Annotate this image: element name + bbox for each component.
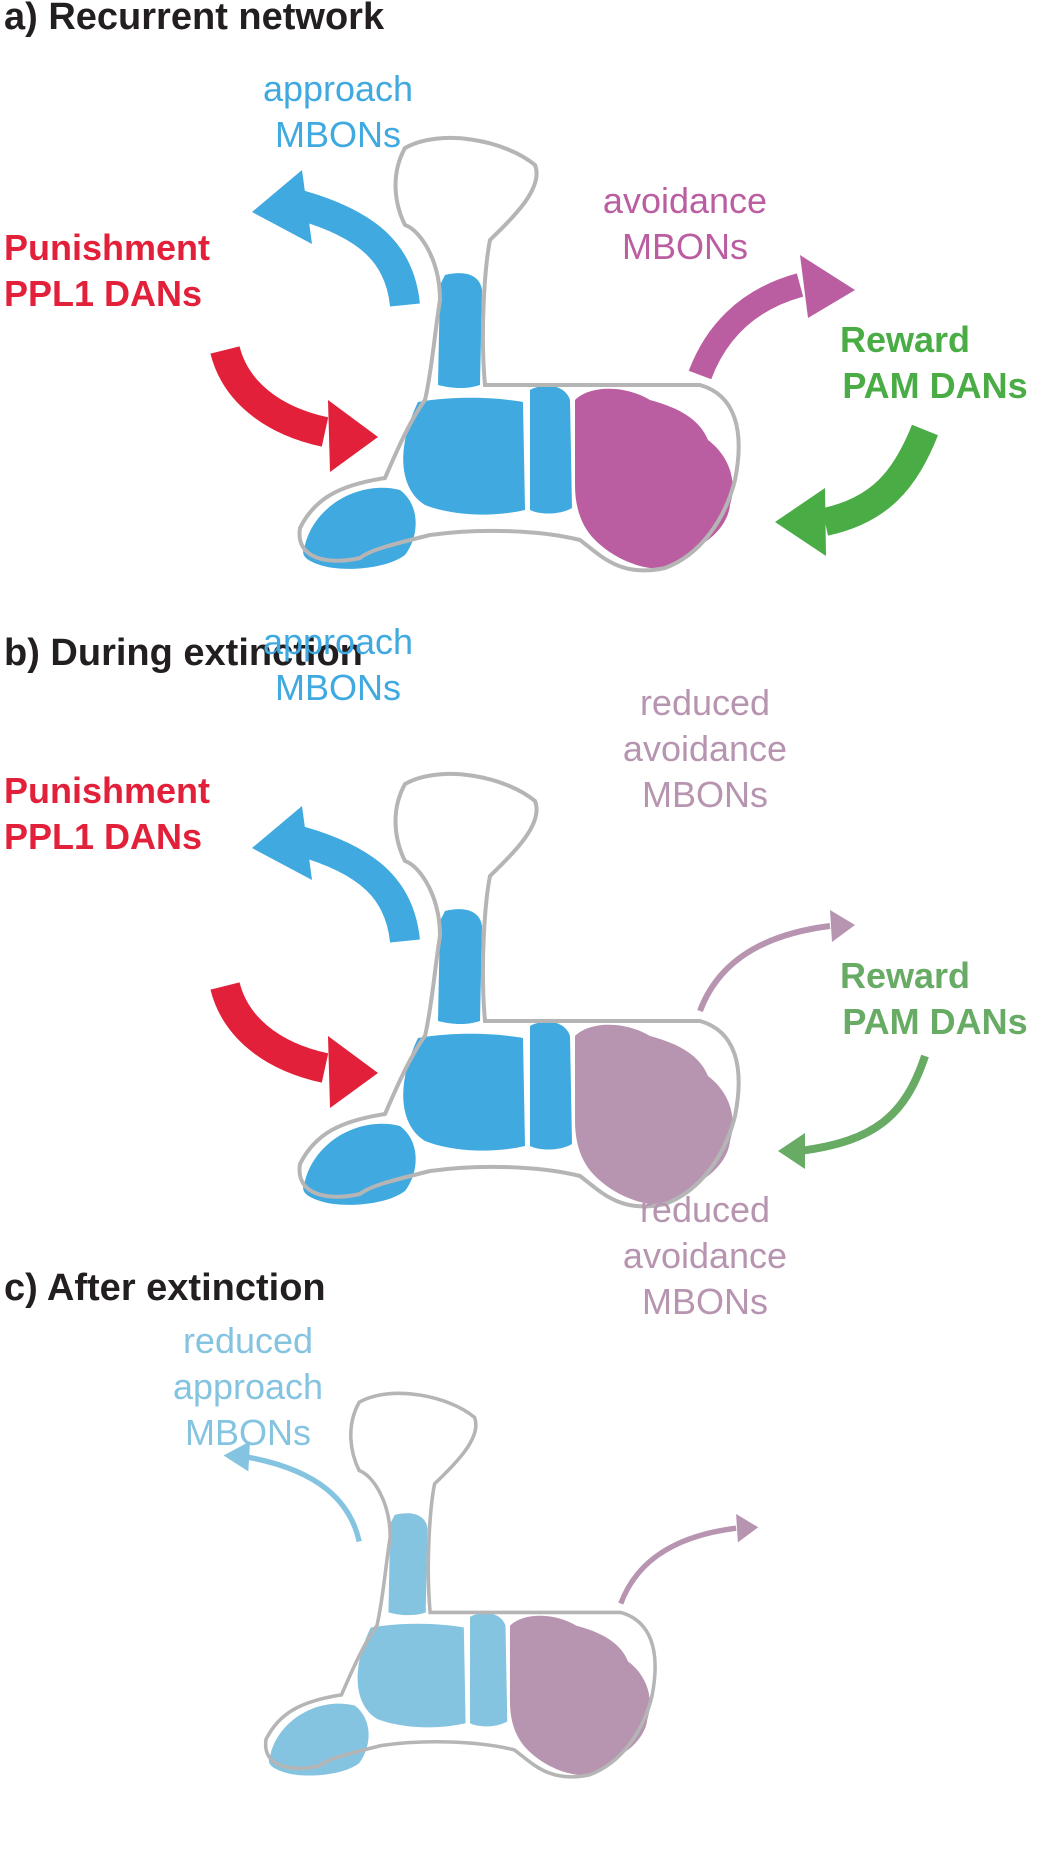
diagram-a: [210, 135, 938, 573]
reduced-avoidance-mbons-label: reduced avoidance MBONs: [622, 682, 788, 815]
mushroom-body: [297, 771, 741, 1209]
diagram-b: [210, 771, 929, 1209]
avoidance-arrow: [688, 255, 855, 380]
reduced-avoidance-mbons-label: reduced avoidance MBONs: [622, 1189, 788, 1322]
avoidance-mbons-label: avoidance MBONs: [602, 180, 768, 267]
reduced-avoidance-arrow: [697, 910, 855, 1013]
diagram-c: [223, 1391, 759, 1779]
approach-arrow: [252, 170, 420, 307]
compartment-main: [403, 397, 525, 515]
compartment-narrow: [470, 1613, 508, 1727]
reduced-approach-mbons-label: reduced approach MBONs: [172, 1320, 324, 1453]
panel-during-extinction: b) During extinction approach MBONs redu…: [0, 621, 1057, 1237]
reduced-approach-arrow: [223, 1441, 362, 1543]
panel-title: a) Recurrent network: [4, 0, 385, 38]
reduced-reward-arrow: [778, 1054, 929, 1169]
compartment-avoidance-lobe: [575, 1024, 733, 1205]
compartment-narrow: [530, 1021, 572, 1150]
punishment-ppl1-dans-label: Punishment PPL1 DANs: [4, 770, 211, 857]
compartment-main: [357, 1623, 466, 1728]
compartment-avoidance-lobe: [575, 388, 733, 569]
panel-recurrent-network: a) Recurrent network approach MBONs avoi…: [0, 0, 1057, 601]
compartment-main: [403, 1033, 525, 1151]
compartment-vertical: [438, 273, 482, 389]
compartment-avoidance-lobe: [509, 1615, 650, 1775]
reduced-avoidance-arrow: [618, 1513, 759, 1605]
approach-mbons-label: approach MBONs: [262, 621, 414, 708]
reward-pam-dans-label: Reward PAM DANs: [839, 319, 1028, 406]
punishment-arrow: [210, 345, 378, 472]
compartment-vertical: [388, 1513, 428, 1616]
panel-after-extinction: c) After extinction reduced avoidance MB…: [0, 1189, 1057, 1872]
panel-title: c) After extinction: [4, 1267, 326, 1309]
reward-pam-dans-label: Reward PAM DANs: [839, 955, 1028, 1042]
compartment-narrow: [530, 385, 572, 514]
approach-arrow: [252, 806, 420, 943]
approach-mbons-label: approach MBONs: [262, 68, 414, 155]
compartment-vertical: [438, 909, 482, 1025]
punishment-ppl1-dans-label: Punishment PPL1 DANs: [4, 227, 211, 314]
punishment-arrow: [210, 981, 378, 1108]
reward-arrow: [775, 424, 938, 556]
panel-title: b) During extinction: [4, 632, 363, 674]
